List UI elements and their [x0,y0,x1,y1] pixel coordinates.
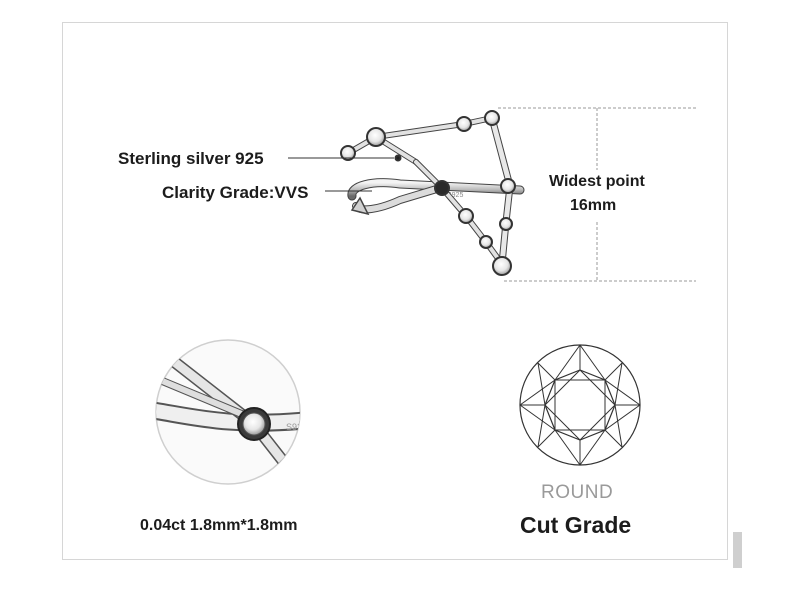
round-cut-diagram [519,344,641,466]
clarity-label: Clarity Grade:VVS [162,183,309,202]
dimension-lines [498,107,696,282]
widest-point-value: 16mm [570,197,617,214]
scrollbar-thumb[interactable] [733,532,742,568]
stone-size-label: 0.04ct 1.8mm*1.8mm [140,517,298,534]
engraving-text: S925 [286,422,307,432]
widest-point-label: Widest point [549,173,645,190]
product-frame [62,22,728,560]
callout-lines [288,157,394,192]
cut-grade-label: Cut Grade [520,512,632,538]
ring-drawing: S925 [340,110,525,276]
cut-shape-label: ROUND [541,482,614,503]
zoom-detail: S925 [155,339,307,485]
svg-text:S925: S925 [447,192,463,199]
material-label: Sterling silver 925 [118,149,264,168]
